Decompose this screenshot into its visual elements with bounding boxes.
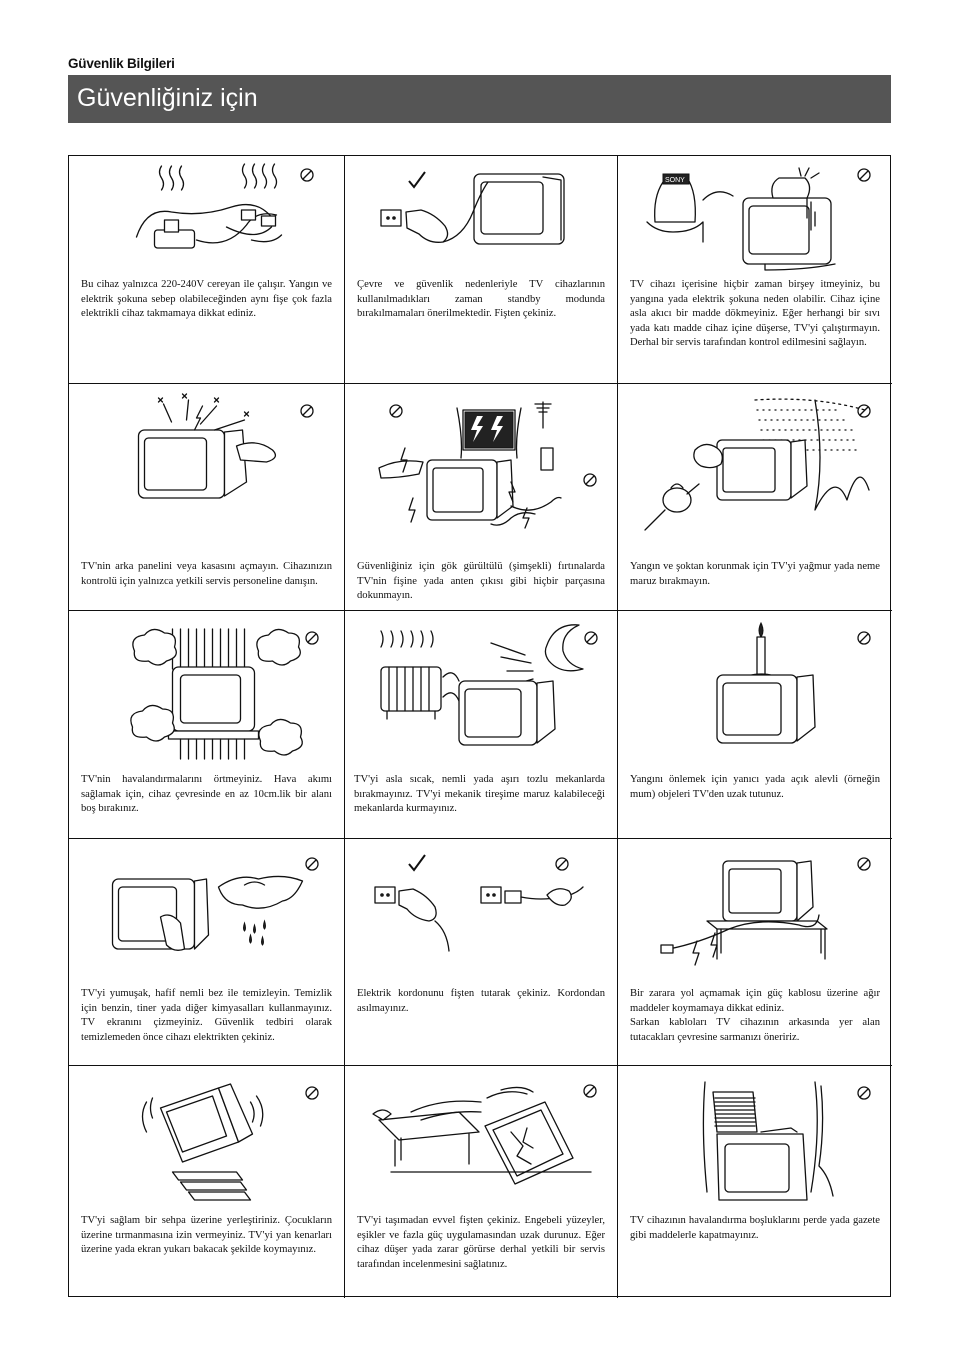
safety-cell-open-flame: Yangını önlemek için yanıcı yada açık al… [618, 611, 892, 839]
multi-plug-illustration [75, 162, 338, 272]
safety-caption: TV'yi asla sıcak, nemli yada aşırı tozlu… [354, 774, 605, 814]
safety-grid: Bu cihaz yalnızca 220-240V cereyan ile ç… [68, 155, 892, 1298]
title-bar: Güvenliğiniz için [68, 75, 891, 123]
safety-caption: Bir zarara yol açmamak için güç kablosu … [630, 987, 880, 1045]
prohibition-icon [300, 168, 314, 182]
page-title: Güvenliğiniz için [77, 84, 258, 112]
prohibition-icon [857, 168, 871, 182]
safety-caption: Elektrik kordonunu fişten tutarak çekini… [357, 988, 605, 1014]
prohibition-icon [555, 857, 569, 871]
safety-caption: TV cihazı içerisine hiçbir zaman birşey … [630, 279, 880, 348]
safety-caption: Yangını önlemek için yanıcı yada açık al… [630, 774, 880, 800]
check-icon [407, 853, 427, 873]
safety-cell-lightning: Güvenliğiniz için gök gürültülü (şimşekl… [345, 384, 618, 611]
opening-back-panel-illustration [75, 390, 338, 500]
safety-caption: TV'yi yumuşak, hafif nemli bez ile temiz… [81, 988, 332, 1043]
vase-on-tv-illustration: SONY [624, 162, 886, 272]
safety-caption: Yangın ve şoktan korunmak için TV'yi yağ… [630, 561, 880, 587]
safety-cell-covering: TV cihazının havalandırma boşluklarını p… [618, 1066, 892, 1298]
prohibition-icon [583, 473, 597, 487]
safety-cell-heat-dust: TV'yi asla sıcak, nemli yada aşırı tozlu… [345, 611, 618, 839]
cleaning-cloth-illustration [75, 845, 338, 995]
falling-tv-illustration [351, 1072, 611, 1222]
prohibition-icon [857, 404, 871, 418]
safety-caption-line-1: Bir zarara yol açmamak için güç kablosu … [630, 988, 880, 1014]
safety-caption-line-2: Sarkan kabloları TV cihazının arkasında … [630, 1017, 880, 1043]
safety-cell-ventilation: TV'nin havalandırmalarını örtmeyiniz. Ha… [69, 611, 345, 839]
safety-caption: TV cihazının havalandırma boşluklarını p… [630, 1215, 880, 1241]
safety-caption: TV'nin havalandırmalarını örtmeyiniz. Ha… [81, 774, 332, 814]
pull-plug-illustration [351, 845, 611, 995]
candle-on-tv-illustration [624, 617, 886, 767]
safety-caption: TV'yi taşımadan evvel fişten çekiniz. En… [357, 1215, 605, 1270]
prohibition-icon [584, 631, 598, 645]
safety-caption: Güvenliğiniz için gök gürültülü (şimşekl… [357, 561, 605, 601]
prohibition-icon [857, 631, 871, 645]
prohibition-icon [300, 404, 314, 418]
cable-under-table-illustration [624, 845, 886, 995]
safety-cell-cable-weight: Bir zarara yol açmamak için güç kablosu … [618, 839, 892, 1066]
prohibition-icon [857, 857, 871, 871]
safety-cell-liquids: SONY TV cihazı içerisine hiçbir zaman bi… [618, 156, 892, 384]
safety-caption: Çevre ve güvenlik nedenleriyle TV cihazl… [357, 279, 605, 319]
ventilation-clearance-illustration [75, 617, 338, 767]
unplug-illustration [351, 162, 611, 272]
prohibition-icon [305, 1086, 319, 1100]
prohibition-icon [389, 404, 403, 418]
section-label: Güvenlik Bilgileri [68, 56, 175, 71]
safety-caption: Bu cihaz yalnızca 220-240V cereyan ile ç… [81, 279, 332, 319]
safety-cell-transport: TV'yi taşımadan evvel fişten çekiniz. En… [345, 1066, 618, 1298]
safety-cell-power-cord: Elektrik kordonunu fişten tutarak çekini… [345, 839, 618, 1066]
heat-sun-illustration [351, 617, 611, 767]
prohibition-icon [305, 631, 319, 645]
lightning-storm-illustration [351, 390, 611, 540]
prohibition-icon [857, 1086, 871, 1100]
prohibition-icon [305, 857, 319, 871]
sony-logo: SONY [665, 177, 685, 184]
safety-cell-standby: Çevre ve güvenlik nedenleriyle TV cihazl… [345, 156, 618, 384]
safety-cell-cleaning: TV'yi yumuşak, hafif nemli bez ile temiz… [69, 839, 345, 1066]
safety-caption: TV'yi sağlam bir sehpa üzerine yerleştir… [81, 1215, 332, 1255]
safety-cell-stand: TV'yi sağlam bir sehpa üzerine yerleştir… [69, 1066, 345, 1298]
safety-caption: TV'nin arka panelini veya kasasını açmay… [81, 561, 332, 587]
newspaper-curtain-illustration [624, 1072, 886, 1222]
safety-cell-power-voltage: Bu cihaz yalnızca 220-240V cereyan ile ç… [69, 156, 345, 384]
rain-humidity-illustration [624, 390, 886, 540]
prohibition-icon [583, 1084, 597, 1098]
safety-cell-back-panel: TV'nin arka panelini veya kasasını açmay… [69, 384, 345, 611]
safety-cell-rain: Yangın ve şoktan korunmak için TV'yi yağ… [618, 384, 892, 611]
check-icon [407, 170, 427, 190]
unstable-tv-illustration [75, 1072, 338, 1222]
